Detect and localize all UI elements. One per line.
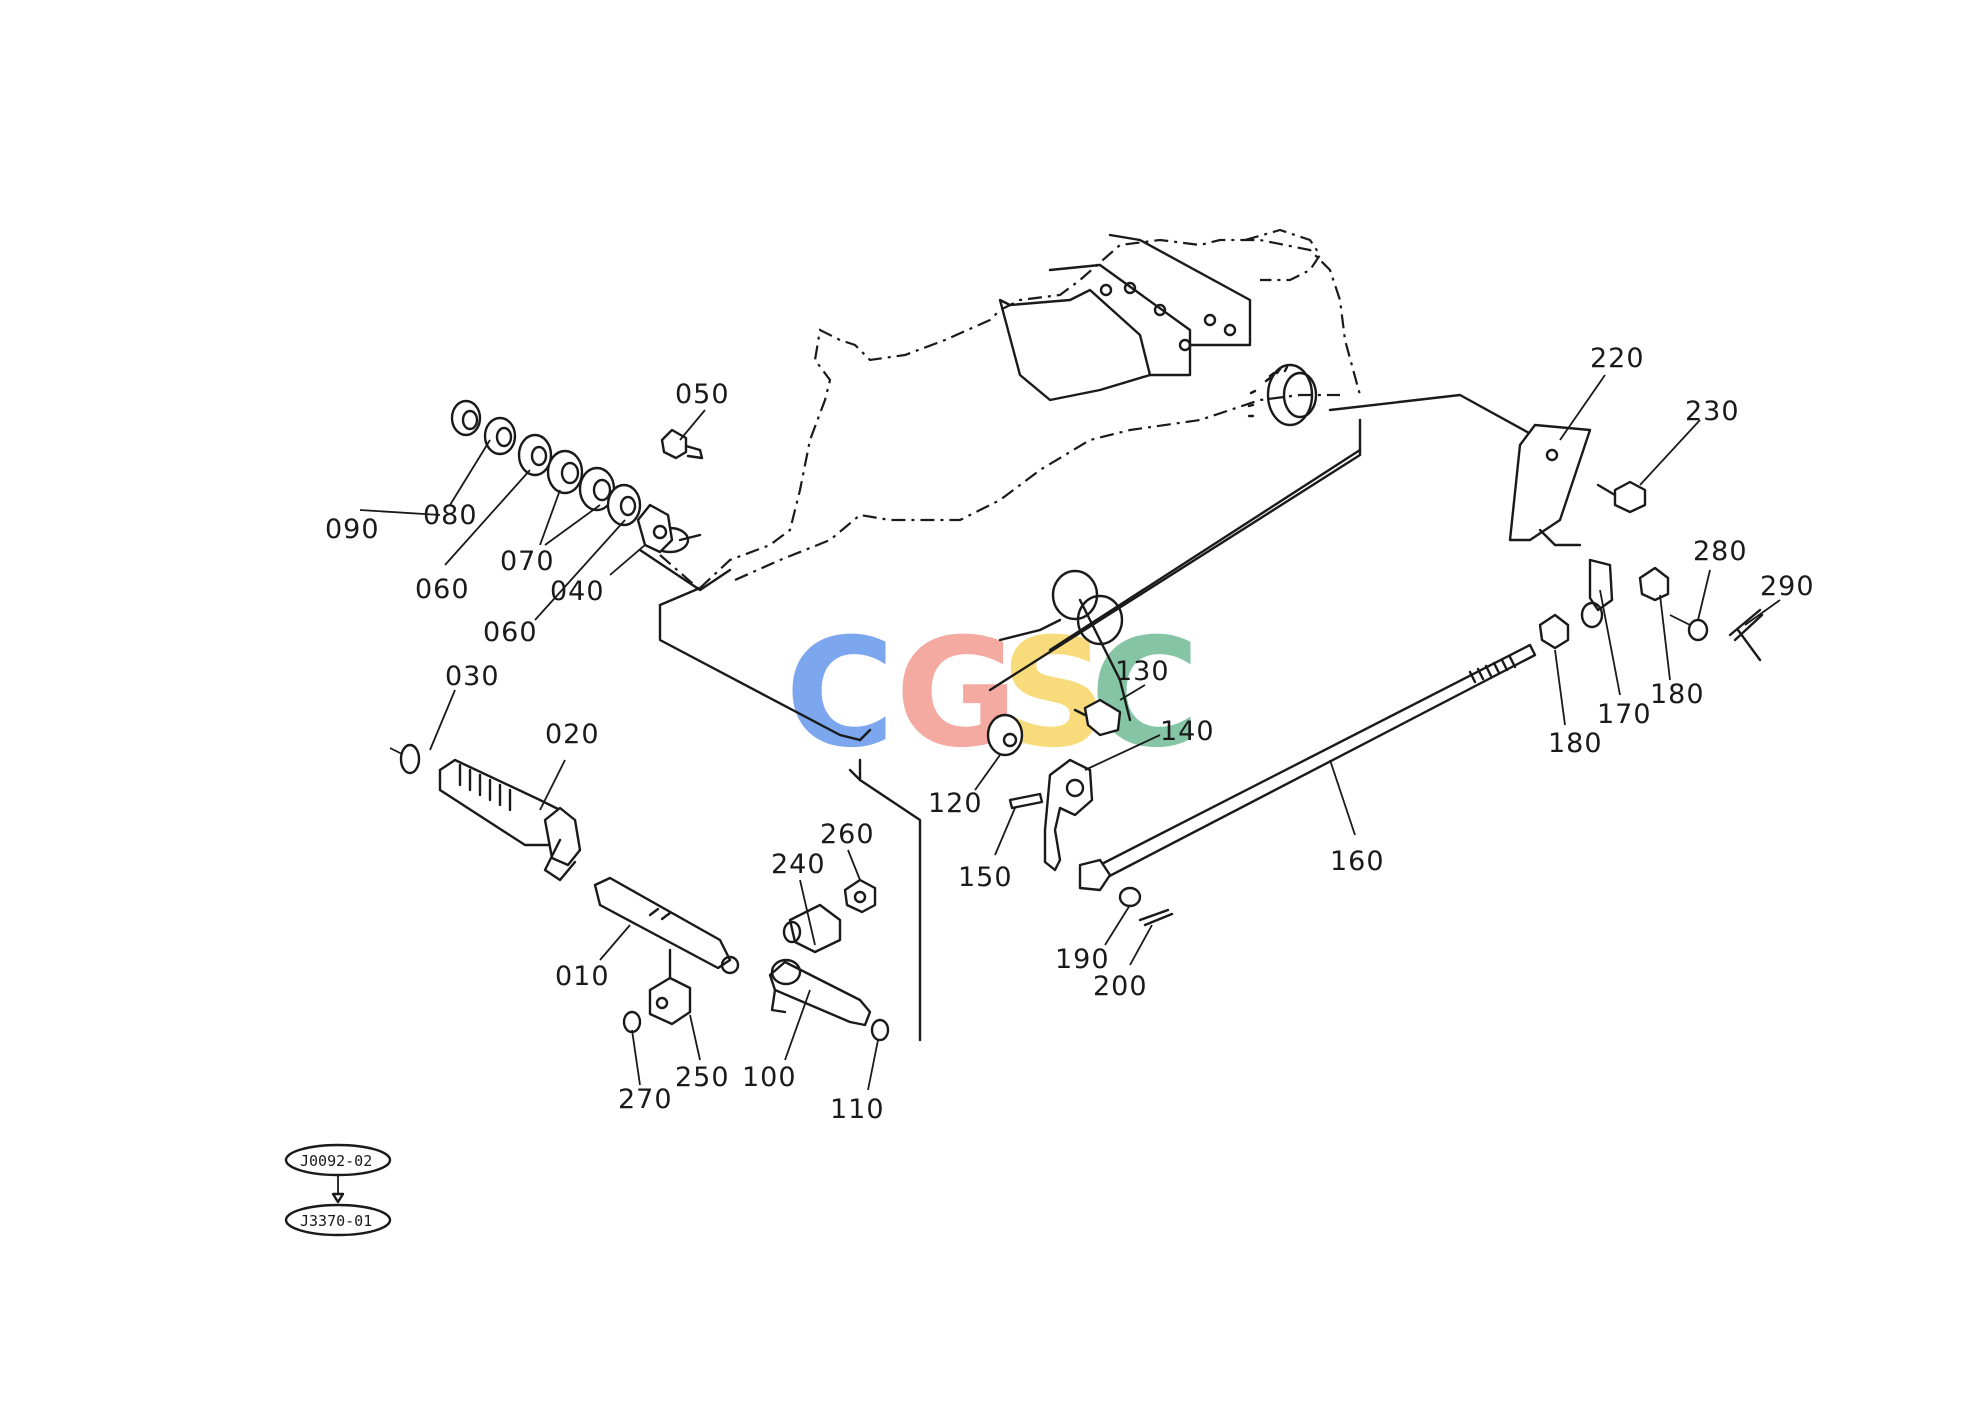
part-label-270: 270 [618, 1084, 673, 1115]
part-label-030: 030 [445, 661, 500, 692]
washer-stack [450, 399, 704, 554]
part-label-180a: 180 [1548, 728, 1603, 759]
part-label-240: 240 [771, 849, 826, 880]
transmission-housing [638, 228, 1562, 1042]
part-label-160: 160 [1330, 846, 1385, 877]
part-label-110: 110 [830, 1094, 885, 1125]
part-label-060b: 060 [483, 617, 538, 648]
part-label-190: 190 [1055, 944, 1110, 975]
part-label-100: 100 [742, 1062, 797, 1093]
reference-code-to: J3370-01 [300, 1212, 372, 1230]
watermark: C G S C [785, 607, 1200, 781]
part-label-020: 020 [545, 719, 600, 750]
part-labels: 010 020 030 040 050 060 060 070 080 090 … [325, 343, 1815, 1125]
part-label-070: 070 [500, 546, 555, 577]
middle-linkage [986, 423, 1764, 927]
part-label-060a: 060 [415, 574, 470, 605]
part-label-050: 050 [675, 379, 730, 410]
part-label-250: 250 [675, 1062, 730, 1093]
shaft-assembly [389, 743, 890, 1042]
reference-codes: J0092-02 J3370-01 [284, 1143, 392, 1237]
reference-code-from: J0092-02 [300, 1152, 372, 1170]
part-label-090: 090 [325, 514, 380, 545]
watermark-letter-1: C [785, 607, 895, 781]
part-label-080: 080 [423, 500, 478, 531]
part-label-130: 130 [1115, 656, 1170, 687]
part-label-150: 150 [958, 862, 1013, 893]
part-label-290: 290 [1760, 571, 1815, 602]
part-label-230: 230 [1685, 396, 1740, 427]
part-label-010: 010 [555, 961, 610, 992]
part-label-280: 280 [1693, 536, 1748, 567]
part-label-260: 260 [820, 819, 875, 850]
leader-lines [359, 374, 1781, 1091]
watermark-letter-4: C [1090, 607, 1200, 781]
part-label-120: 120 [928, 788, 983, 819]
part-label-200: 200 [1093, 971, 1148, 1002]
part-label-180b: 180 [1650, 679, 1705, 710]
part-label-170: 170 [1597, 699, 1652, 730]
part-label-140: 140 [1160, 716, 1215, 747]
part-label-220: 220 [1590, 343, 1645, 374]
part-label-040: 040 [550, 576, 605, 607]
